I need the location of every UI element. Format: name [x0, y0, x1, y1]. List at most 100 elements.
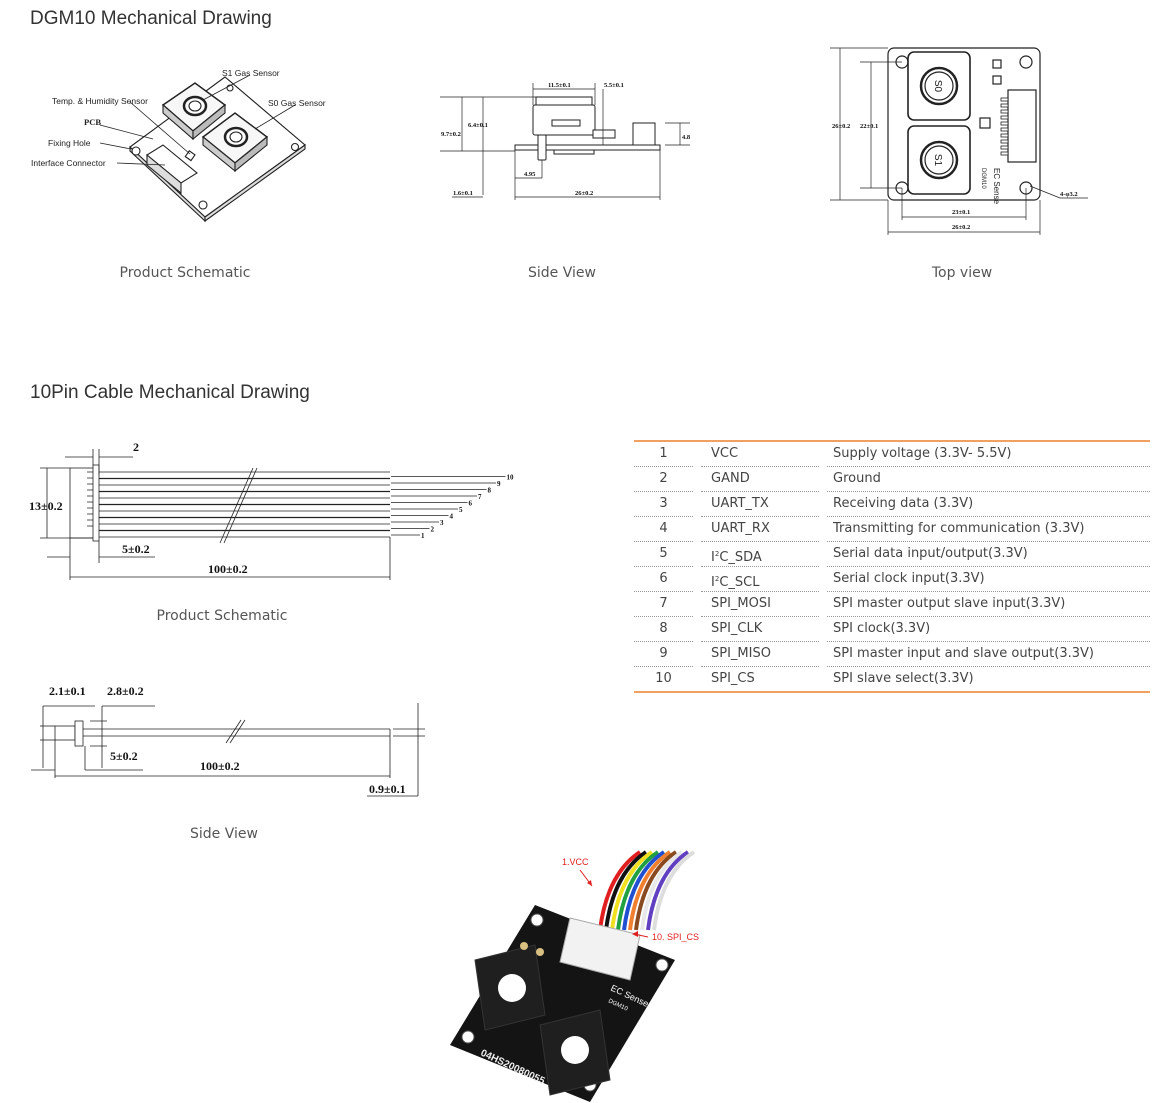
label-temp: Temp. & Humidity Sensor: [52, 96, 148, 106]
dim-inner-width: 23±0.1: [952, 209, 970, 216]
dim-side-connector: 5±0.2: [110, 749, 138, 763]
section-title-dgm10: DGM10 Mechanical Drawing: [30, 8, 272, 29]
product-schematic-drawing: S1 Gas Sensor Temp. & Humidity Sensor S0…: [31, 68, 326, 223]
wire-number-label: 5: [459, 506, 463, 514]
section-title-10pin-cable: 10Pin Cable Mechanical Drawing: [30, 382, 310, 403]
mark-model: DGM10: [980, 168, 986, 189]
dim-top-right: 5.5±0.1: [604, 82, 624, 89]
pin-description: Receiving data (3.3V): [827, 492, 1150, 517]
photo-connector: [559, 917, 641, 981]
pin-row: 5 I2C_SDA Serial data input/output(3.3V): [634, 542, 1150, 567]
wire-number-label: 8: [488, 487, 492, 495]
dim-pin-offset: 4.95: [524, 171, 536, 178]
mark-s0: S0: [932, 80, 943, 93]
top-view-drawing: 26±0.2 22±0.1 23±0.1 26±0.2 4-φ3.2 S0 S1…: [830, 47, 1088, 235]
wire-number-label: 9: [497, 480, 501, 488]
caption-side-view: Side View: [528, 265, 596, 281]
dim-inner-height: 22±0.1: [860, 123, 878, 130]
mark-s1: S1: [932, 154, 943, 167]
wire-number-label: 3: [440, 519, 444, 527]
s1-sensor: [161, 82, 227, 141]
fixing-hole: [290, 142, 300, 152]
pin-number: 5: [634, 542, 693, 567]
pin-row: 4 UART_RX Transmitting for communication (…: [634, 517, 1150, 542]
pin-number: 6: [634, 567, 693, 592]
pin-description: SPI slave select(3.3V): [833, 671, 974, 686]
wire-number-label: 7: [478, 493, 482, 501]
pin-name: UART_TX: [701, 492, 819, 517]
label-pcb: PCB: [84, 117, 101, 127]
side-view-drawing: 11.5±0.1 5.5±0.1 9.7±0.2 6.4±0.1 4.8 4.9…: [440, 82, 691, 200]
pin-description: SPI master output slave input(3.3V): [827, 592, 1150, 617]
dim-sensor-height: 6.4±0.1: [468, 122, 488, 129]
dim-outer-width: 26±0.2: [952, 224, 970, 231]
pin-description: SPI clock(3.3V): [827, 617, 1150, 642]
pin-description: Transmitting for communication (3.3V): [827, 517, 1150, 542]
s0-sensor: [201, 112, 269, 173]
label-s0: S0 Gas Sensor: [268, 98, 326, 108]
pin-row: 6 I2C_SCL Serial clock input(3.3V): [634, 567, 1150, 592]
dim-outer-height: 26±0.2: [832, 123, 850, 130]
wire-number-label: 6: [469, 500, 473, 508]
label-interface-connector: Interface Connector: [31, 158, 106, 168]
caption-cable-product-schematic: Product Schematic: [156, 608, 288, 624]
pin-number: 2: [634, 467, 693, 492]
pin-row: 2 GAND Ground: [634, 467, 1150, 492]
pin-name: UART_RX: [701, 517, 819, 542]
pin-description: SPI master input and slave output(3.3V): [827, 642, 1150, 667]
dim-holes: 4-φ3.2: [1060, 191, 1078, 198]
caption-product-schematic: Product Schematic: [119, 265, 251, 281]
pin-number: 4: [634, 517, 693, 542]
caption-top-view: Top view: [931, 265, 993, 281]
fixing-hole: [198, 200, 208, 210]
pin-row: 3 UART_TX Receiving data (3.3V): [634, 492, 1150, 517]
pin-number: 9: [634, 642, 693, 667]
cable-wires: [598, 850, 696, 931]
fixing-hole: [131, 146, 141, 156]
pin-name: I2C_SCL: [701, 567, 819, 592]
pin-description: Supply voltage (3.3V- 5.5V): [827, 442, 1150, 467]
pin-name: SPI_MISO: [701, 642, 819, 667]
mark-brand: EC Sense: [992, 168, 1001, 205]
pin-number: 1: [634, 442, 693, 467]
dim-width: 26±0.2: [575, 190, 593, 197]
pin-name: SPI_CS: [711, 671, 755, 686]
dim-side-a: 2.1±0.1: [49, 684, 86, 698]
dim-total-height: 9.7±0.2: [441, 131, 461, 138]
pin-number: 3: [634, 492, 693, 517]
photo-label-spi-cs: 10. SPI_CS: [652, 932, 699, 942]
pin-description: Serial clock input(3.3V): [827, 567, 1150, 592]
wire-number-label: 4: [450, 513, 454, 521]
dim-cable-height: 13±0.2: [29, 499, 63, 513]
dim-side-thickness: 0.9±0.1: [369, 782, 406, 796]
pin-name: GAND: [701, 467, 819, 492]
dim-cable-length: 100±0.2: [208, 562, 248, 576]
dim-connector: 5±0.2: [122, 542, 150, 556]
wire-number-label: 10: [507, 474, 515, 482]
pin-row: 10 SPI_CS SPI slave select(3.3V): [634, 667, 1150, 691]
pin-description: Ground: [827, 467, 1150, 492]
dim-pitch: 2: [133, 440, 139, 454]
pin-row: 9 SPI_MISO SPI master input and slave outp…: [634, 642, 1150, 667]
pin-description: Serial data input/output(3.3V): [827, 542, 1150, 567]
dim-side-length: 100±0.2: [200, 759, 240, 773]
pin-number: 10: [655, 671, 672, 686]
dim-pcb-thickness: 1.6±0.1: [453, 190, 473, 197]
dim-side-b: 2.8±0.2: [107, 684, 144, 698]
product-photo: EC Sense DGM10 04HS20080055 1.VCC 10. SP…: [450, 850, 699, 1102]
caption-cable-side-view: Side View: [190, 826, 258, 842]
cable-side-view-drawing: 2.1±0.1 2.8±0.2 5±0.2 100±0.2 0.9±0.1: [31, 684, 425, 797]
wire-number-label: 1: [421, 532, 425, 540]
wire-number-label: 2: [431, 526, 435, 534]
pin-number: 7: [634, 592, 693, 617]
pin-name: I2C_SDA: [701, 542, 819, 567]
label-fixing-hole: Fixing Hole: [48, 138, 91, 148]
temp-humidity-sensor: [184, 150, 196, 162]
pin-name: SPI_CLK: [701, 617, 819, 642]
